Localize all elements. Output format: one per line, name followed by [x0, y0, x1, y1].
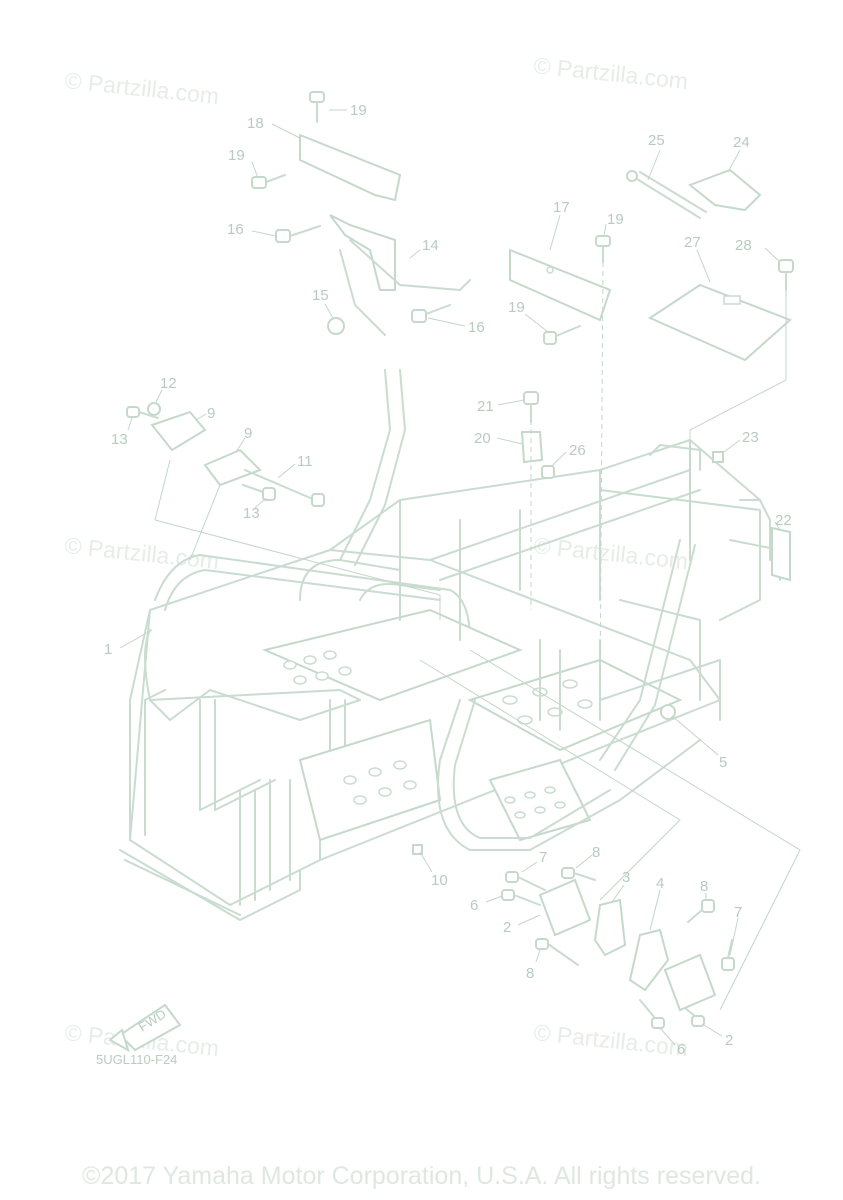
part-13-bolt [242, 484, 276, 501]
part-26-bushing [541, 465, 555, 479]
callout-label: 5 [719, 754, 727, 771]
watermark: © Partzilla.com [532, 1019, 689, 1061]
copyright-notice: ©2017 Yamaha Motor Corporation, U.S.A. A… [82, 1162, 761, 1190]
fwd-arrow-icon: FWD [108, 1003, 182, 1053]
part-8-bolt [684, 1007, 705, 1027]
watermark: © Partzilla.com [532, 532, 689, 574]
callout-label: 2 [725, 1032, 733, 1049]
callout-label: 13 [111, 431, 128, 448]
callout-label: 14 [422, 237, 439, 254]
floor-holes [283, 650, 593, 819]
callout-label: 23 [742, 429, 759, 446]
part-11-bolt [244, 469, 325, 507]
callout-label: 27 [684, 234, 701, 251]
callout-label: 20 [474, 430, 491, 447]
callout-label: 21 [477, 398, 494, 415]
callout-label: 26 [569, 442, 586, 459]
watermark-layer: © Partzilla.com © Partzilla.com © Partzi… [63, 52, 689, 1061]
callout-label: 1 [104, 641, 112, 658]
part-8-bolt [687, 899, 715, 923]
part-13-bolt [126, 406, 159, 419]
callout-label: 6 [470, 897, 478, 914]
part-6-bolt [639, 999, 665, 1029]
part-19-bolt [595, 235, 611, 263]
part-23-clip [712, 451, 724, 463]
part-9-mount [150, 410, 207, 452]
part-16-bolt [411, 304, 451, 323]
callout-label: 28 [735, 237, 752, 254]
callout-label: 22 [775, 512, 792, 529]
part-2-mount [538, 878, 592, 937]
part-22-bracket [771, 526, 791, 582]
callout-label: 7 [539, 849, 547, 866]
callout-label: 18 [247, 115, 264, 132]
reference-lines [154, 261, 801, 1011]
part-5-grommet [660, 704, 676, 720]
part-20-bracket [520, 431, 544, 464]
callout-label: 19 [607, 211, 624, 228]
callout-label: 19 [350, 102, 367, 119]
callout-label: 9 [244, 425, 252, 442]
diagram-code: 5UGL110-F24 [96, 1052, 177, 1067]
part-17-bracket [509, 248, 612, 322]
main-frame [119, 369, 781, 921]
callout-label: 12 [160, 375, 177, 392]
callout-label: 7 [734, 904, 742, 921]
callout-label: 2 [503, 919, 511, 936]
part-9-mount [203, 448, 262, 487]
part-19-bolt [309, 91, 325, 123]
callout-label: 8 [700, 878, 708, 895]
part-16-bolt [275, 225, 321, 243]
callout-label: 8 [592, 844, 600, 861]
callout-label: 3 [622, 869, 630, 886]
callout-label: 15 [312, 287, 329, 304]
callout-label: 19 [228, 147, 245, 164]
part-28-bolt [778, 259, 794, 291]
callout-label: 17 [553, 199, 570, 216]
part-6-bolt [501, 889, 541, 906]
callout-label: 10 [431, 872, 448, 889]
watermark: © Partzilla.com [63, 532, 220, 574]
callout-label: 11 [297, 453, 313, 470]
part-19-bolt [251, 174, 286, 189]
part-14-bracket [329, 214, 396, 291]
callout-label: 13 [243, 505, 260, 522]
part-8-bolt [535, 938, 579, 966]
part-2-mount [663, 953, 717, 1012]
part-7-bolt [505, 871, 546, 891]
callout-label: 6 [677, 1041, 685, 1058]
watermark: © Partzilla.com [63, 67, 220, 109]
callout-label: 25 [648, 132, 665, 149]
callout-label: 9 [207, 405, 215, 422]
watermark: © Partzilla.com [532, 52, 689, 94]
part-27-plate [647, 283, 792, 362]
part-3-bracket [593, 898, 627, 957]
part-18-bracket [299, 133, 402, 202]
part-25-rod [626, 170, 707, 219]
callout-label: 19 [508, 299, 525, 316]
callout-label: 4 [656, 875, 664, 892]
part-10-clip [412, 844, 423, 855]
part-24-cover [688, 168, 762, 212]
part-19-bolt [543, 325, 581, 345]
callout-label: 8 [526, 965, 534, 982]
part-4-bracket [628, 928, 670, 992]
callout-label: 24 [733, 134, 750, 151]
callout-label: 16 [227, 221, 244, 238]
part-8-bolt [561, 867, 596, 881]
callouts: 19 18 19 16 14 15 16 17 19 19 25 24 27 2… [104, 102, 792, 1058]
callout-label: 16 [468, 319, 485, 336]
part-15-nut [327, 317, 345, 335]
part-21-bolt [523, 391, 539, 423]
part-7-bolt [721, 939, 735, 971]
part-12-washer [147, 402, 161, 416]
